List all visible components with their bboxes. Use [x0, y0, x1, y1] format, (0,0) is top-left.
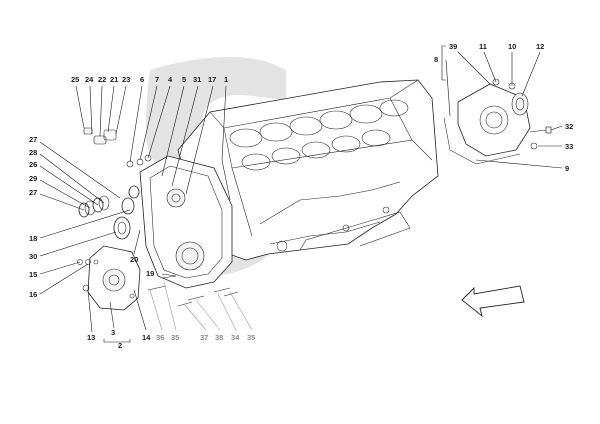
pump-cover	[87, 245, 141, 311]
callout-14: 14	[142, 333, 151, 342]
callout-6: 6	[140, 75, 144, 84]
callout-23: 23	[122, 75, 130, 84]
callout-36: 36	[156, 333, 164, 342]
callout-26: 26	[29, 160, 37, 169]
lower-bolts	[77, 259, 239, 307]
callout-37: 37	[200, 333, 208, 342]
callout-19: 19	[146, 269, 154, 278]
callout-1: 1	[224, 75, 228, 84]
callout-27-upper: 27	[29, 135, 37, 144]
callout-20: 20	[130, 255, 138, 264]
callout-2: 2	[118, 341, 122, 350]
callout-24: 24	[85, 75, 94, 84]
front-timing-cover	[139, 155, 233, 289]
callout-4: 4	[168, 75, 173, 84]
callout-11: 11	[479, 42, 487, 51]
crank-seal-rings	[78, 185, 140, 240]
leader-lines	[39, 45, 563, 333]
callout-35-left: 35	[171, 333, 179, 342]
callout-33: 33	[565, 142, 573, 151]
callout-13: 13	[87, 333, 95, 342]
callout-labels: 25 24 22 21 23 6 7 4 5 31 17 1 39 8 11 1…	[29, 42, 573, 350]
callout-8: 8	[434, 55, 438, 64]
engine-crankcase	[177, 79, 439, 261]
callout-32: 32	[565, 122, 573, 131]
sensor-fittings	[83, 127, 152, 168]
callout-39: 39	[449, 42, 457, 51]
callout-3: 3	[111, 328, 115, 337]
callout-16: 16	[29, 290, 37, 299]
cylinder-bores	[229, 99, 409, 171]
callout-7: 7	[155, 75, 159, 84]
callout-30: 30	[29, 252, 37, 261]
callout-9: 9	[565, 164, 569, 173]
callout-29: 29	[29, 174, 37, 183]
callout-28: 28	[29, 148, 37, 157]
callout-22: 22	[98, 75, 106, 84]
callout-21: 21	[110, 75, 118, 84]
callout-12: 12	[536, 42, 544, 51]
callout-17: 17	[208, 75, 216, 84]
callout-10: 10	[508, 42, 516, 51]
callout-31: 31	[193, 75, 201, 84]
callout-15: 15	[29, 270, 37, 279]
callout-34: 34	[231, 333, 240, 342]
callout-35-right: 35	[247, 333, 255, 342]
arrow-icon	[461, 285, 525, 318]
callout-38: 38	[215, 333, 223, 342]
callout-27-lower: 27	[29, 188, 37, 197]
callout-25: 25	[71, 75, 79, 84]
group-bracket	[103, 339, 131, 343]
rear-cover-plate	[443, 78, 531, 165]
callout-18: 18	[29, 234, 37, 243]
callout-5: 5	[182, 75, 186, 84]
